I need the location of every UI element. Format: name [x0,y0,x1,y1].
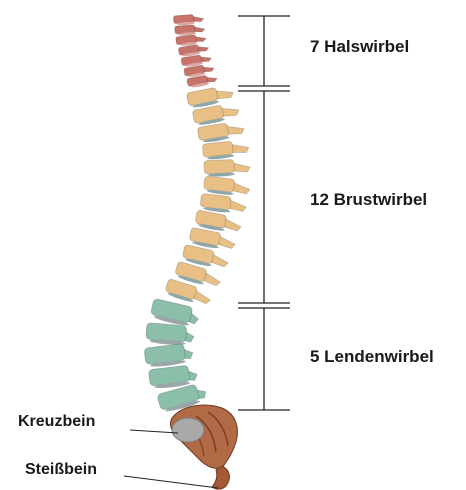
thoracic-vertebra [204,159,251,177]
sacrum-label: Kreuzbein [18,413,95,430]
cervical-vertebra [175,24,206,36]
lumbar-label: 5 Lendenwirbel [310,347,434,366]
lumbar-vertebra-body [146,323,187,343]
lumbar-vertebra [145,323,194,347]
sacrum-leader-line [130,430,178,433]
sacrum-disc [172,418,204,442]
thoracic-vertebra-body [204,160,235,174]
lumbar-vertebra [144,343,194,369]
sacrum [170,405,237,468]
thoracic-vertebra [186,84,234,109]
vertebral-column [144,14,251,414]
thoracic-vertebra-body [200,193,231,210]
thoracic-vertebra [202,139,250,160]
cervical-vertebra [176,34,207,47]
thoracic-label: 12 Brustwirbel [310,190,427,209]
coccyx [212,466,229,489]
coccyx-leader-line [124,476,218,488]
cervical-label: 7 Halswirbel [310,37,409,56]
region-scale [238,16,290,410]
coccyx-label: Steißbein [25,461,97,478]
cervical-vertebra [173,14,204,26]
thoracic-vertebra-body [204,176,235,193]
